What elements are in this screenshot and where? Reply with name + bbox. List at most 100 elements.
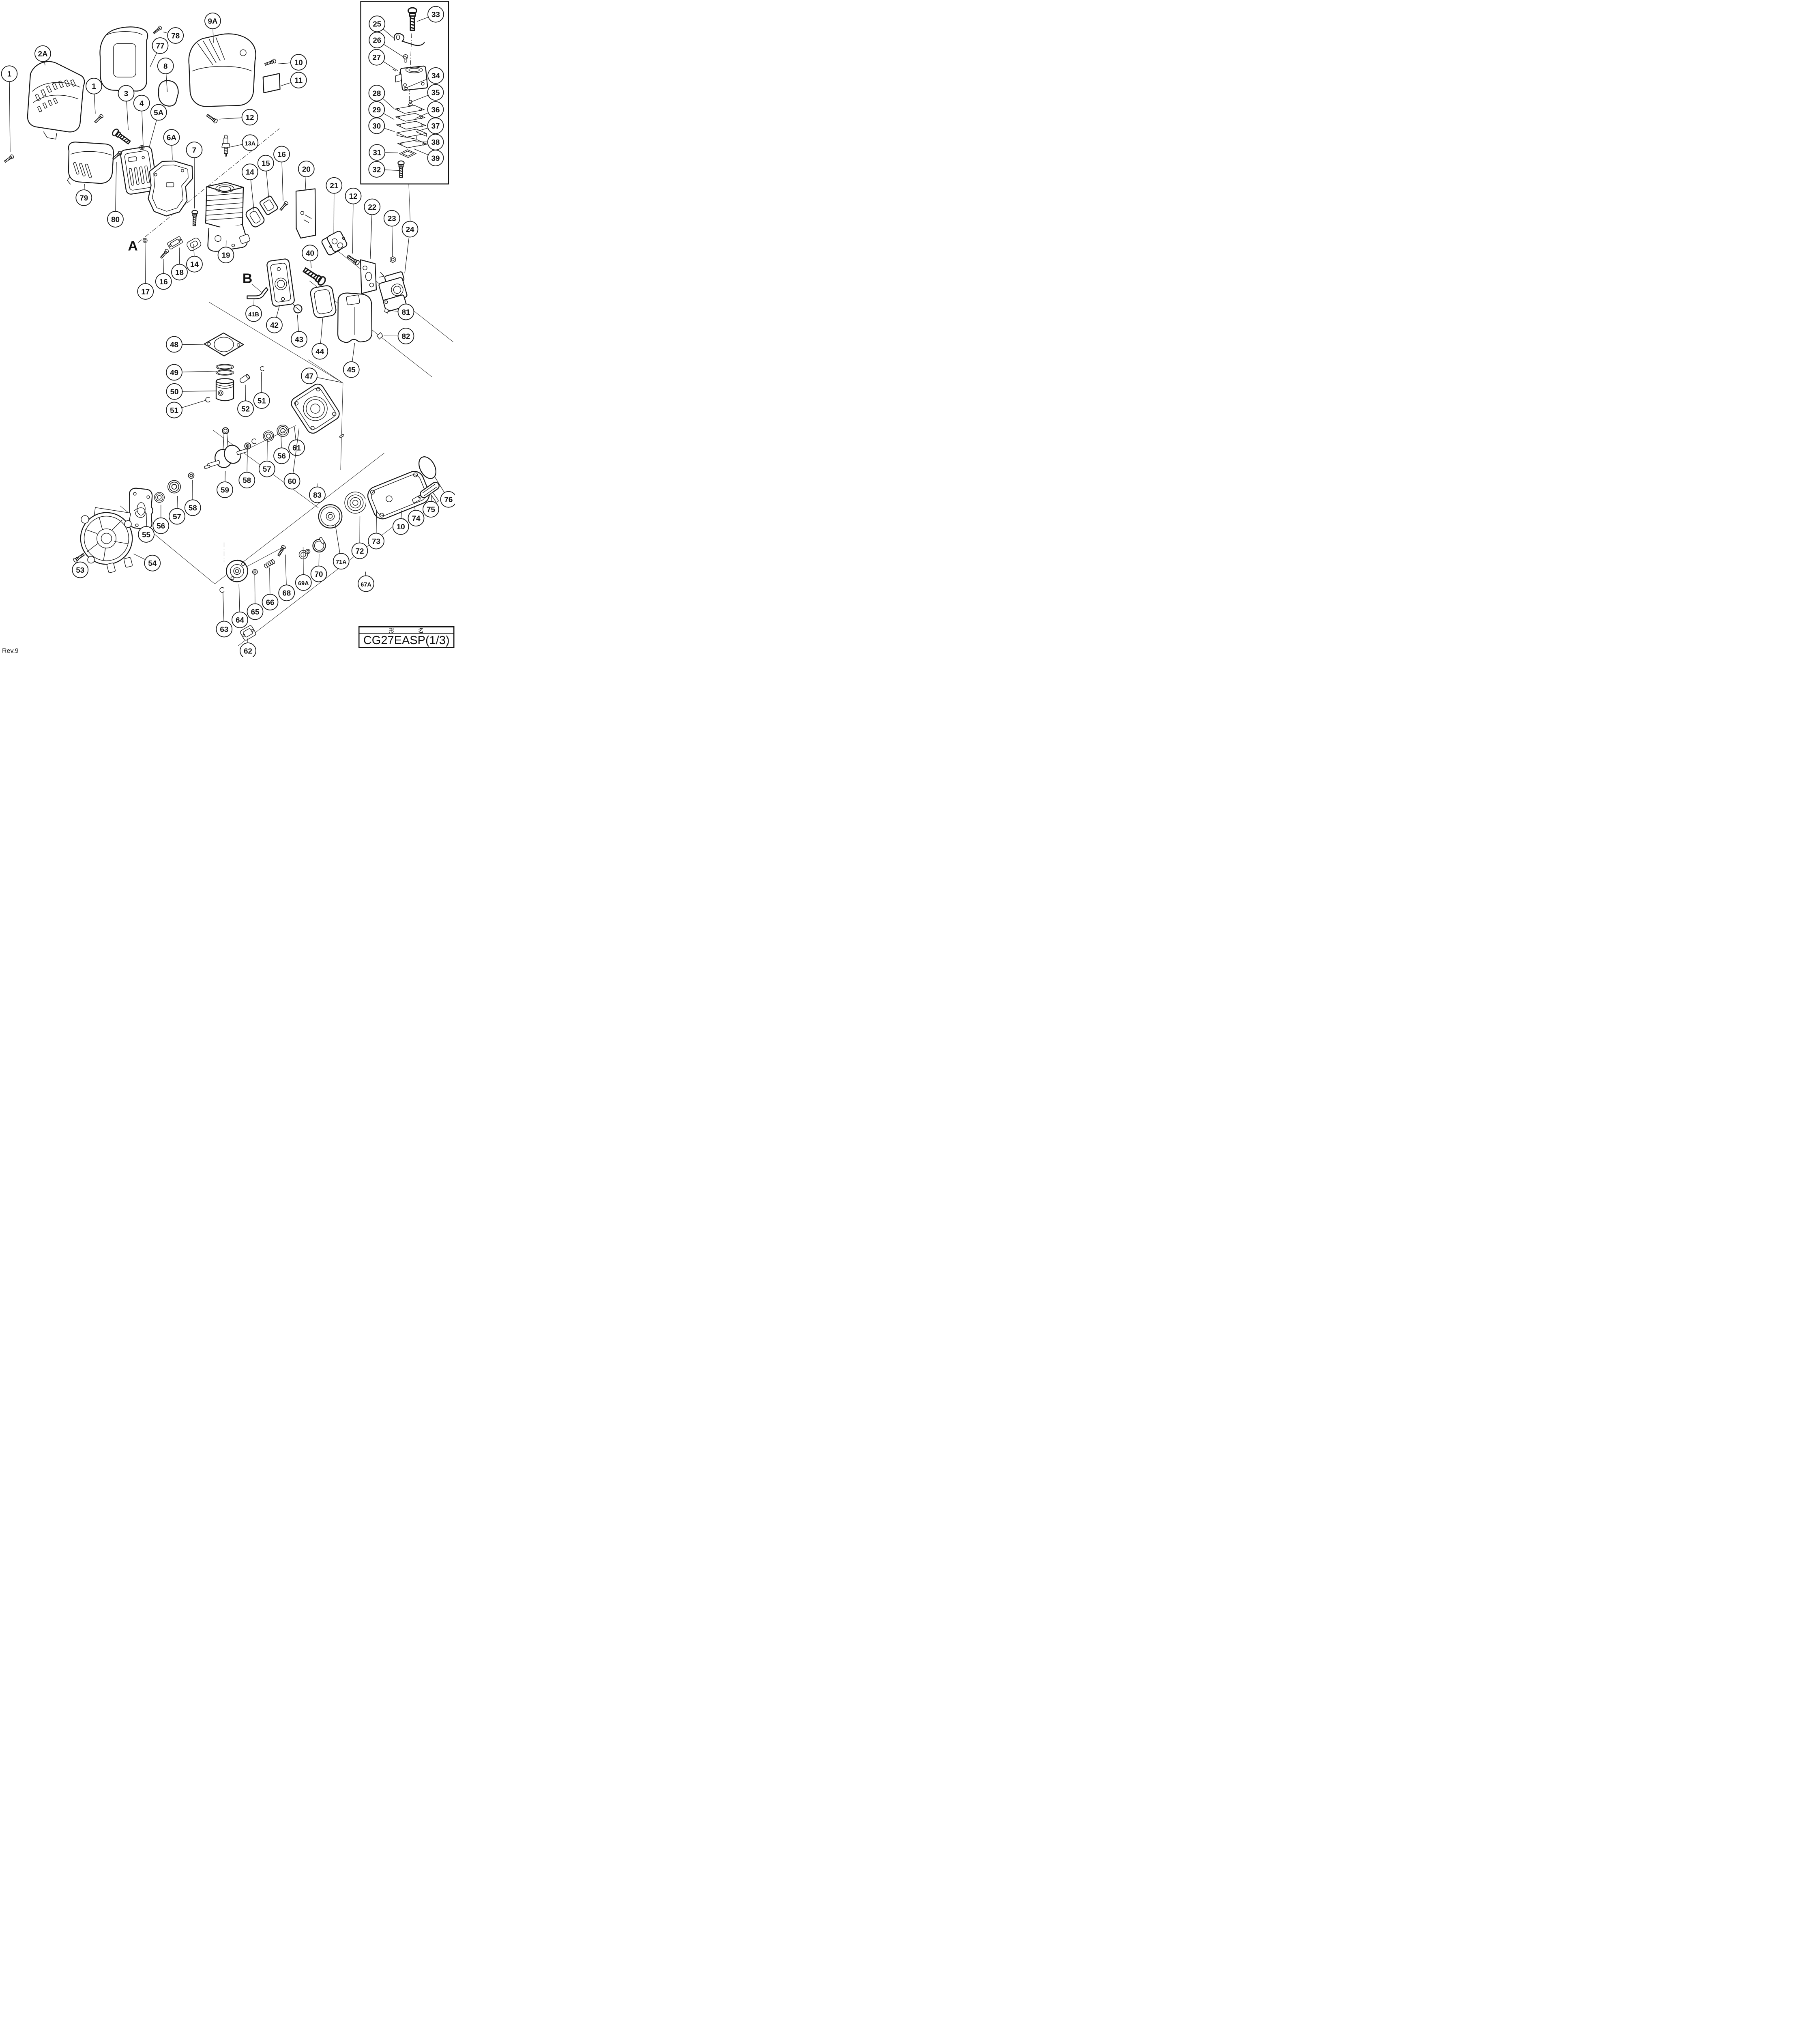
callout-leader [281,82,291,86]
callout-number: 14 [190,260,199,269]
callout-number: 80 [111,215,120,223]
pawl-74-drawing [412,495,422,503]
drum-70-drawing [312,537,326,553]
callout-leader [382,98,395,109]
engine-cover-2a-drawing [27,61,85,140]
callout-25: 25 [369,15,395,39]
washer-58-left-drawing [188,472,195,479]
callout-number: 68 [282,589,291,597]
screw-12-left-drawing [205,113,219,124]
callout-circle [72,561,89,578]
pin-clip-51-right-drawing [260,366,264,372]
callout-number: 15 [262,159,270,168]
callout-leader [384,128,395,132]
screw-12-right-drawing [346,254,361,266]
callout-number: 9A [208,17,218,25]
callout-18: 18 [171,247,188,281]
callout-number: 33 [431,10,440,19]
callout-number: 5A [154,108,163,117]
callout-51: 51 [253,372,270,409]
callout-circle [253,392,270,409]
callout-60: 60 [283,428,300,490]
callout-circle [166,402,182,419]
callout-number: 47 [305,372,313,380]
callout-circle [368,101,385,118]
callout-76: 76 [434,475,455,508]
callout-53: 53 [72,561,89,578]
clutch-plate-62-drawing [240,625,256,641]
callout-circle [138,526,155,543]
callout-29: 29 [368,101,395,120]
callout-number: 26 [373,36,381,45]
callout-circle [290,72,307,88]
callout-circle [298,161,315,177]
callout-leader [238,584,240,612]
callout-circle [184,499,201,516]
callout-leader [278,62,291,64]
caution-label-11-drawing [262,73,281,93]
callout-number: 58 [243,476,251,485]
callout-leader [145,243,146,284]
callout-48: 48 [166,336,204,353]
callout-number: 42 [270,321,279,329]
pin-clip-51-left-drawing [205,397,210,403]
callout-40: 40 [302,245,318,268]
callout-14: 14 [241,163,258,211]
clip-63-drawing [219,587,225,593]
callout-78: 78 [163,27,184,44]
callout-12: 12 [345,187,362,254]
callout-leader [320,318,323,344]
callout-number: 51 [170,406,178,415]
gasket-14-right-drawing [245,207,265,228]
valve-26-drawing [403,54,408,63]
callout-circle [107,211,124,228]
piston-rings-49-drawing [215,364,234,376]
callout-leader [182,344,204,345]
spark-plug-13a-drawing [221,135,230,157]
circlip-drawing [251,438,257,444]
callout-number: 67A [361,582,371,588]
callout-31: 31 [369,144,399,161]
callout-27: 27 [368,49,398,71]
callout-37: 37 [416,117,444,134]
callout-24: 24 [401,221,419,273]
callout-number: 53 [76,566,84,574]
callout-43: 43 [291,314,307,348]
callout-circle [247,603,264,620]
engine-shield-20-drawing [295,188,316,239]
callout-15: 15 [257,155,274,198]
callout-75: 75 [423,495,439,518]
callout-number: 74 [412,514,421,522]
callout-leader [305,176,307,190]
plate-82-drawing [376,332,384,339]
callout-circle [401,221,419,238]
callout-leader [266,439,268,461]
callout-circle [345,187,362,204]
piston-pin-52-drawing [240,374,250,383]
callout-circle [427,101,444,118]
callout-10: 10 [392,510,409,535]
screw-32-drawing [397,160,405,178]
callout-number: 10 [294,58,303,67]
section-marker-b: B [243,271,252,286]
callout-56: 56 [152,505,170,534]
screw-33-drawing [408,7,417,31]
callout-circle [262,594,279,610]
callout-number: 10 [397,522,405,531]
callout-7: 7 [186,142,203,208]
callout-58: 58 [238,445,255,489]
callout-number: 16 [277,150,286,159]
bolt-1-right-drawing [93,113,104,124]
callout-number: 35 [431,88,440,97]
callout-80: 80 [107,162,124,228]
callout-circle [118,85,135,102]
callout-69A: 69A [295,547,312,591]
muffler-cover-79-drawing [67,142,114,185]
callout-number: 34 [431,71,440,80]
callout-circle [217,481,233,498]
carb-body-drawing [395,65,428,91]
callout-leader [317,377,342,383]
callout-circle [369,15,386,32]
callout-circle [171,264,188,281]
crankshaft-59-drawing [204,427,248,469]
